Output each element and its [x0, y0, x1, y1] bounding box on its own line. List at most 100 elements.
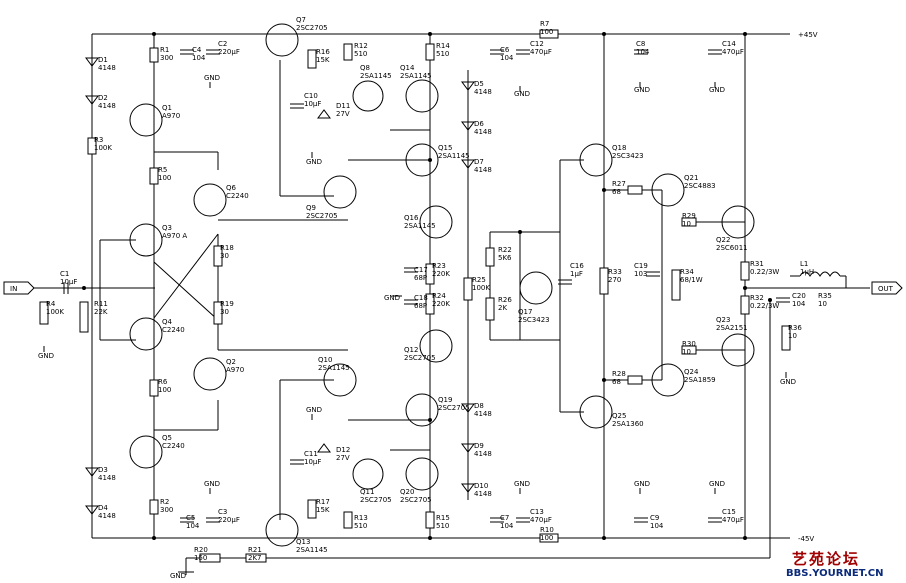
port-shapes — [3, 281, 903, 295]
r32-designator: R32 — [750, 294, 764, 302]
d3-value: 4148 — [98, 474, 116, 482]
q21-value: 2SC4883 — [684, 182, 716, 190]
c6-designator: C6 — [500, 46, 510, 54]
r11-value: 22K — [94, 308, 108, 316]
r29-designator: R29 — [682, 212, 696, 220]
c10-designator: C10 — [304, 92, 318, 100]
r16-value: 15K — [316, 56, 330, 64]
q16-designator: Q16 — [404, 214, 419, 222]
r4-designator: R4 — [46, 300, 56, 308]
q10-designator: Q10 — [318, 356, 332, 364]
c11-designator: C11 — [304, 450, 318, 458]
r24-value: 220K — [432, 300, 450, 308]
ground-label: GND — [204, 74, 220, 82]
c11-value: 10μF — [304, 458, 321, 466]
c14-value: 470μF — [722, 48, 744, 56]
c8-designator: C8 — [636, 40, 645, 48]
r31-designator: R31 — [750, 260, 764, 268]
c6-value: 104 — [500, 54, 514, 62]
r7-designator: R7 — [540, 20, 549, 28]
r27-designator: R27 — [612, 180, 626, 188]
q1-value: A970 — [162, 112, 180, 120]
r33-value: 270 — [608, 276, 621, 284]
q2-designator: Q2 — [226, 358, 236, 366]
r2-designator: R2 — [160, 498, 169, 506]
r13-value: 510 — [354, 522, 367, 530]
c7-designator: C7 — [500, 514, 509, 522]
r5-designator: R5 — [158, 166, 167, 174]
q15-value: 2SA1145 — [438, 152, 470, 160]
c13-value: 470μF — [530, 516, 552, 524]
ground-label: GND — [709, 480, 725, 488]
r4-value: 100K — [46, 308, 64, 316]
c2-designator: C2 — [218, 40, 227, 48]
ground-label: GND — [514, 480, 530, 488]
r21-designator: R21 — [248, 546, 262, 554]
r20-designator: R20 — [194, 546, 208, 554]
c9-value: 104 — [650, 522, 664, 530]
ground-label: GND — [709, 86, 725, 94]
d11-designator: D11 — [336, 102, 350, 110]
c7-value: 104 — [500, 522, 514, 530]
q25-designator: Q25 — [612, 412, 626, 420]
c4-value: 104 — [192, 54, 206, 62]
d11-value: 27V — [336, 110, 350, 118]
q14-designator: Q14 — [400, 64, 415, 72]
d5-value: 4148 — [474, 88, 492, 96]
q19-value: 2SC2705 — [438, 404, 470, 412]
q3-value: A970 A — [162, 232, 187, 240]
q7-value: 2SC2705 — [296, 24, 328, 32]
d9-value: 4148 — [474, 450, 492, 458]
d1-designator: D1 — [98, 56, 108, 64]
r14-designator: R14 — [436, 42, 450, 50]
q6-designator: Q6 — [226, 184, 237, 192]
q15-designator: Q15 — [438, 144, 452, 152]
r33-designator: R33 — [608, 268, 622, 276]
c4-designator: C4 — [192, 46, 202, 54]
ground-label: GND — [38, 352, 54, 360]
junction-dots — [82, 32, 772, 540]
r30-designator: R30 — [682, 340, 696, 348]
ground-label: GND — [780, 378, 796, 386]
q18-designator: Q18 — [612, 144, 626, 152]
transistor-bodies — [129, 23, 755, 547]
q7-designator: Q7 — [296, 16, 306, 24]
r31-value: 0.22/3W — [750, 268, 779, 276]
r2-value: 300 — [160, 506, 173, 514]
r22-value: 5K6 — [498, 254, 512, 262]
r22-designator: R22 — [498, 246, 512, 254]
d1-value: 4148 — [98, 64, 116, 72]
d2-designator: D2 — [98, 94, 108, 102]
d2-value: 4148 — [98, 102, 116, 110]
c16-designator: C16 — [570, 262, 584, 270]
q19-designator: Q19 — [438, 396, 452, 404]
r35-designator: R35 — [818, 292, 832, 300]
c14-designator: C14 — [722, 40, 736, 48]
q16-value: 2SA1145 — [404, 222, 436, 230]
r26-designator: R26 — [498, 296, 512, 304]
d4-value: 4148 — [98, 512, 116, 520]
r19-value: 30 — [220, 308, 229, 316]
d8-value: 4148 — [474, 410, 492, 418]
q13-value: 2SA1145 — [296, 546, 328, 554]
d7-designator: D7 — [474, 158, 484, 166]
rail-positive-label: +45V — [798, 31, 818, 39]
d8-designator: D8 — [474, 402, 484, 410]
r16-designator: R16 — [316, 48, 330, 56]
c15-designator: C15 — [722, 508, 736, 516]
q20-designator: Q20 — [400, 488, 414, 496]
l1-value: 1μH — [800, 268, 814, 276]
q12-designator: Q12 — [404, 346, 418, 354]
c17-designator: C17 — [414, 266, 428, 274]
d10-designator: D10 — [474, 482, 488, 490]
r14-value: 510 — [436, 50, 449, 58]
r28-designator: R28 — [612, 370, 626, 378]
r20-value: 150 — [194, 554, 207, 562]
c19-value: 103 — [634, 270, 647, 278]
r12-designator: R12 — [354, 42, 368, 50]
l1-designator: L1 — [800, 260, 808, 268]
r3-designator: R3 — [94, 136, 103, 144]
input-port-label: IN — [10, 285, 17, 293]
r36-designator: R36 — [788, 324, 802, 332]
